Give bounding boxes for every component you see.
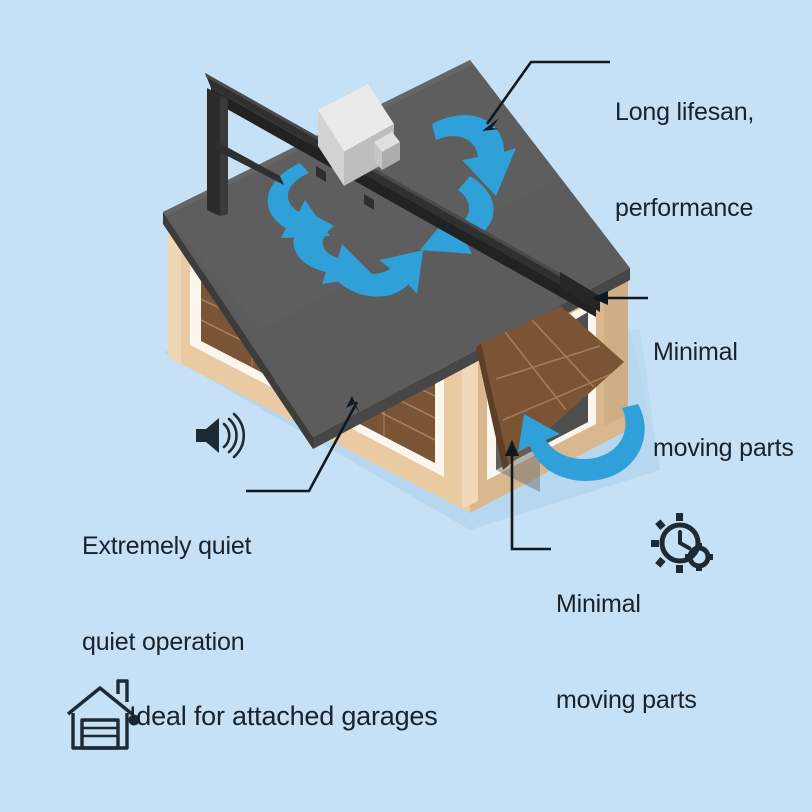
front-wall-left-edge (168, 210, 181, 364)
opener-foot-left (316, 166, 326, 182)
rail-tip (560, 272, 600, 312)
opener-rail (205, 73, 600, 317)
opener-foot-right (364, 194, 374, 210)
small-gear (685, 543, 713, 571)
callout-minimal-bottom: Minimal moving parts (556, 524, 697, 780)
opener-front (318, 110, 344, 186)
callout-quiet-line2: quiet operation (82, 628, 245, 656)
bracket-brace (214, 140, 284, 185)
bracket-post-side (220, 95, 228, 216)
roof-fascia-left (163, 212, 313, 449)
open-door-lines (495, 319, 617, 421)
leader-line-minimal-bottom (510, 452, 551, 551)
open-door-panel (476, 306, 624, 470)
callout-quiet: Extremely quiet quiet operation (82, 466, 251, 722)
bullet-text: Ideal for attached garages (129, 701, 438, 731)
leader-arrowhead-quiet (346, 396, 360, 414)
clock-gear-icon (651, 513, 713, 573)
opener-nub-front (374, 142, 382, 170)
leader-arrowhead-minimal-bottom (505, 440, 519, 456)
callout-lifespan-line1: Long lifesan, (615, 98, 755, 126)
rail-side (211, 88, 596, 317)
callout-minimal-bottom-line2: moving parts (556, 686, 697, 714)
leader-arrowhead-lifespan (482, 118, 499, 131)
bullet-marker (128, 714, 140, 726)
callout-lifespan-line2: performance (615, 194, 754, 222)
right-post (604, 268, 628, 426)
speaker-volume-icon (196, 412, 246, 459)
callout-minimal-right-line2: moving parts (653, 434, 794, 462)
house-garage-icon (66, 679, 134, 750)
leader-line-lifespan (485, 60, 610, 125)
open-door-edge (476, 343, 509, 470)
callout-minimal-right-line1: Minimal (653, 338, 738, 366)
opener-nub-top (374, 132, 400, 152)
bracket-post (207, 88, 220, 216)
opener-nub-side (382, 142, 400, 170)
leader-line-quiet (246, 401, 359, 493)
opener-motor-unit (316, 84, 400, 210)
clock-gear-teeth (651, 513, 683, 573)
callout-lifespan: Long lifesan, performance (615, 32, 754, 288)
rail-mounting-bracket (207, 88, 284, 216)
opener-top (318, 84, 394, 152)
clock-hands (678, 530, 691, 550)
callout-minimal-right: Minimal moving parts (653, 272, 794, 528)
rotation-arrows-roof (267, 115, 516, 297)
rotation-arrow-door (518, 404, 645, 481)
leader-arrowhead-minimal-right (592, 291, 608, 305)
callout-quiet-line1: Extremely quiet (82, 532, 252, 560)
callout-minimal-bottom-line1: Minimal (556, 590, 641, 618)
rail-highlight (205, 73, 591, 294)
